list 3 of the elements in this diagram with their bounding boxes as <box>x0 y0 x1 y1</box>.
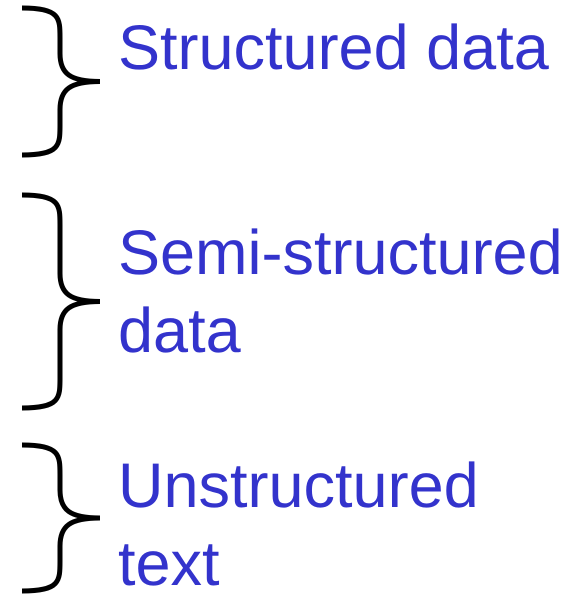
category-label: Structured data <box>118 12 550 85</box>
category-label: Semi-structured data <box>118 217 564 368</box>
category-label: Unstructured text <box>118 450 480 594</box>
